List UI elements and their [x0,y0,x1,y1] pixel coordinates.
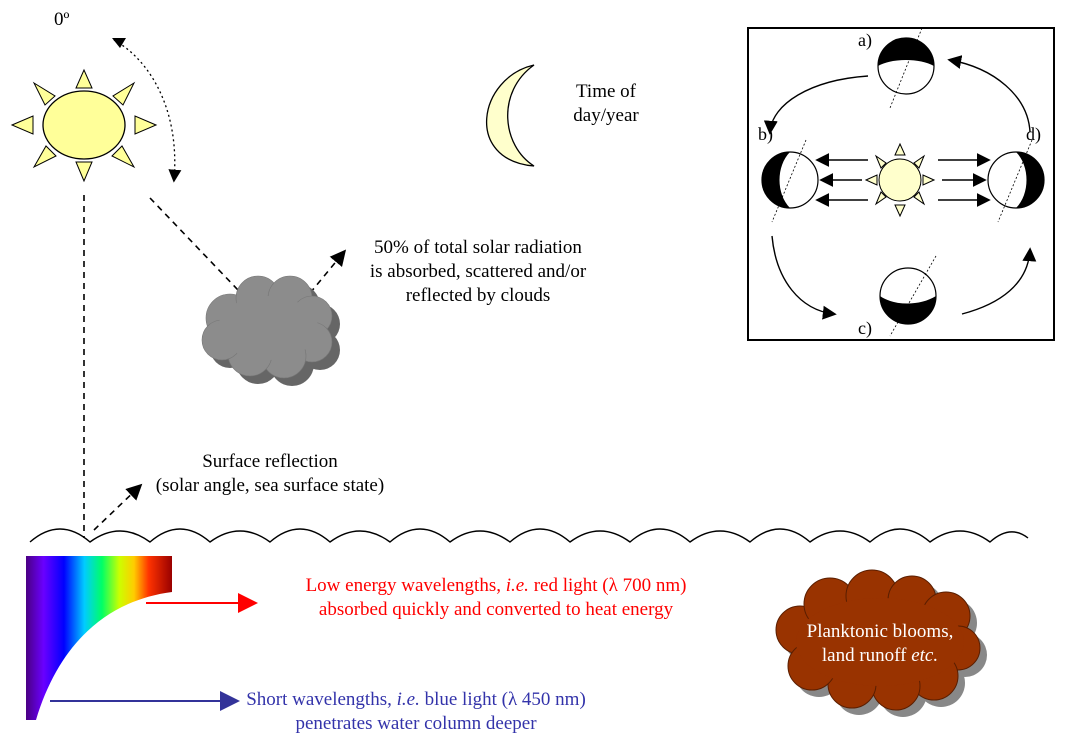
moon-phase-a [877,27,935,109]
moon-caption-line1: Time of [575,81,636,102]
moon-phase-d [987,139,1045,223]
bloom-caption-line1: Planktonic blooms, [806,621,954,642]
radiation-arrows [815,153,991,207]
surface-caption-line2: (solar angle, sea surface state) [155,475,385,496]
small-sun-icon [864,142,936,218]
cloud-icon [201,275,340,386]
sea-surface-line [29,528,1029,543]
orbit-label-d: d) [1026,124,1041,144]
crescent-moon-icon [485,64,535,167]
zenith-angle-label: 0º [54,9,70,30]
sun-icon [10,68,158,183]
cloud-caption-line2: is absorbed, scattered and/or [369,261,587,282]
moon-caption-line2: day/year [573,105,639,126]
moon-phase-panel [747,27,1055,341]
red-light-caption: Low energy wavelengths, i.e. red light (… [264,574,728,622]
blue-light-caption-line1: Short wavelengths, i.e. blue light (λ 45… [246,689,586,710]
cloud-caption-line3: reflected by clouds [405,285,551,306]
red-light-caption-line2: absorbed quickly and converted to heat e… [318,599,674,620]
moon-phase-c [879,255,937,337]
cloud-ray [149,197,239,291]
surface-caption-line1: Surface reflection [202,451,338,472]
orbit-label-b: b) [758,124,773,144]
blue-light-caption-line2: penetrates water column deeper [295,713,537,734]
spectrum-wedge [26,556,172,720]
orbit-arrows [763,55,1037,320]
bloom-cloud-icon [775,569,987,717]
surface-caption: Surface reflection (solar angle, sea sur… [130,450,410,498]
cloud-caption-line1: 50% of total solar radiation [374,237,582,258]
zenith-angle-arrow [113,39,182,183]
blue-light-caption: Short wavelengths, i.e. blue light (λ 45… [236,688,596,736]
orbit-label-a: a) [858,30,872,50]
moon-caption: Time of day/year [556,80,656,128]
orbit-label-c: c) [858,318,872,338]
bloom-caption: Planktonic blooms, land runoff etc. [800,620,960,668]
bloom-caption-line2: land runoff etc. [821,645,939,666]
red-light-caption-line1: Low energy wavelengths, i.e. red light (… [305,575,687,596]
cloud-caption: 50% of total solar radiation is absorbed… [348,236,608,308]
moon-phase-b [761,139,819,223]
